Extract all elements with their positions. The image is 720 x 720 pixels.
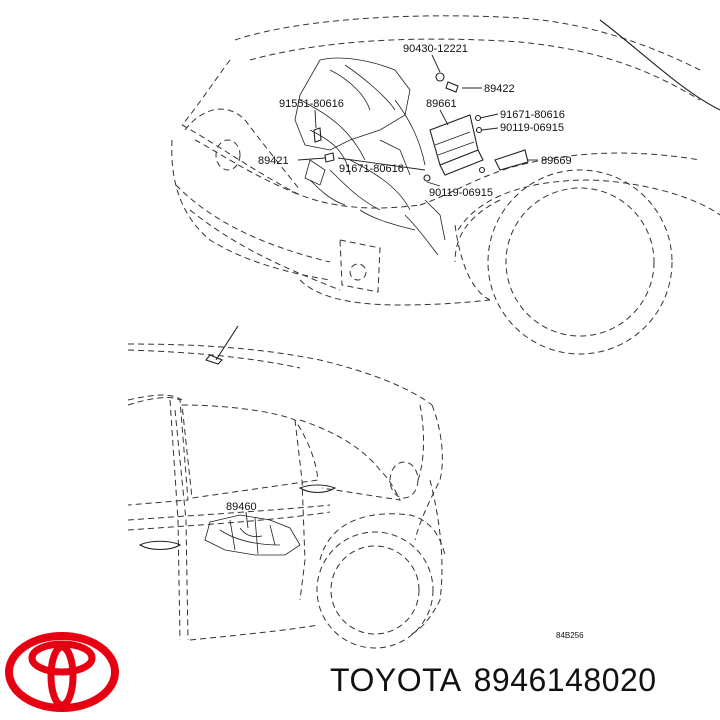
toyota-logo-icon [5, 632, 119, 712]
part-label: 90430-12221 [403, 43, 468, 55]
part-label: 91671-80616 [500, 109, 565, 121]
brand-name: TOYOTA [330, 662, 462, 698]
part-label: 89421 [258, 155, 289, 167]
part-number: 8946148020 [473, 662, 657, 698]
upper-leader-lines [297, 54, 538, 187]
part-label: 89661 [426, 98, 457, 110]
side-view-drawing [127, 325, 446, 649]
leader-89460 [245, 511, 249, 529]
part-label: 91671-80616 [339, 163, 404, 175]
figure-code: 84B256 [556, 631, 584, 640]
part-label: 89422 [484, 83, 515, 95]
upper-part-labels: 90430-12221 89422 91551-80616 89661 9167… [258, 43, 572, 199]
engine-bay-drawing [171, 15, 720, 355]
part-label: 91551-80616 [279, 98, 344, 110]
product-caption: TOYOTA 8946148020 [330, 662, 669, 699]
part-label: 89460 [226, 501, 257, 513]
part-label: 90119-06915 [500, 122, 564, 134]
part-label: 90119-06915 [429, 187, 493, 199]
part-label: 89669 [541, 155, 572, 167]
